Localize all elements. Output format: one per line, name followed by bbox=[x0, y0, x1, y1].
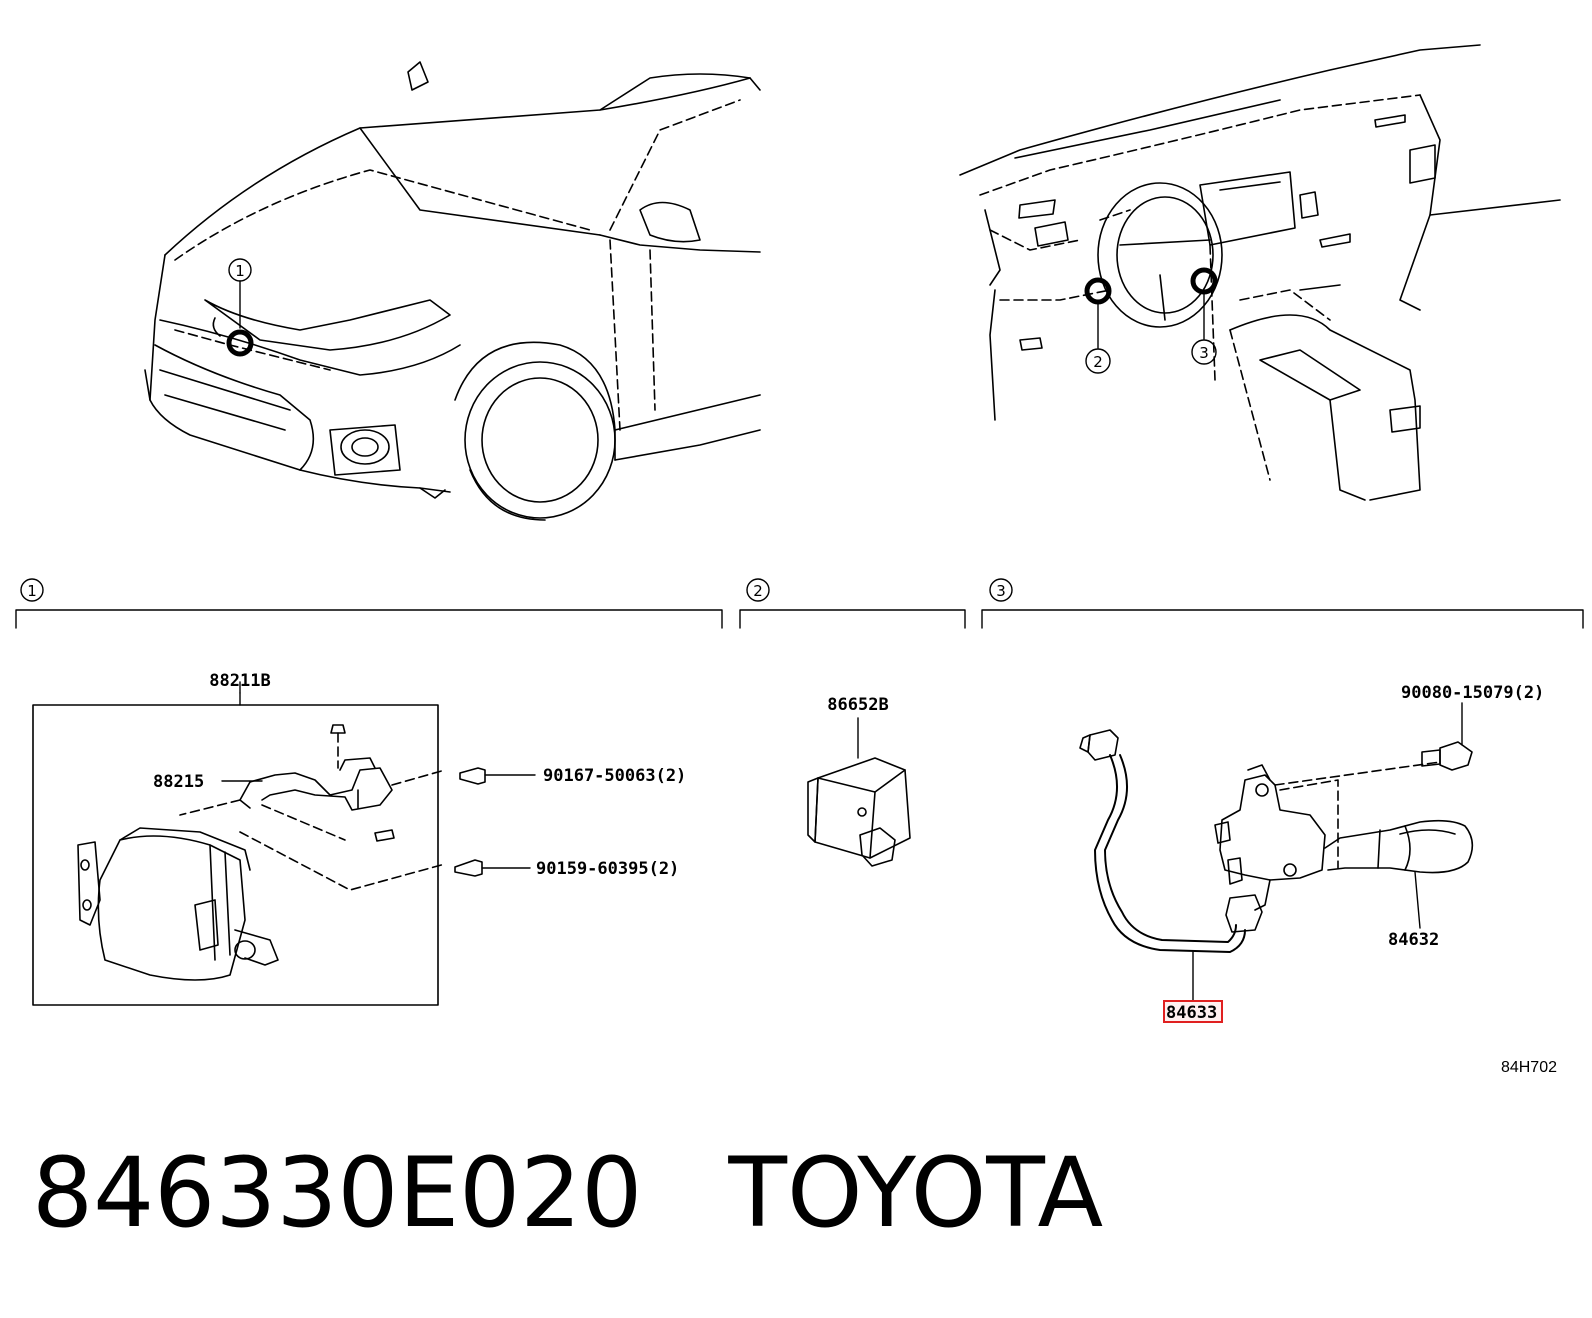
section-2-header bbox=[739, 578, 966, 629]
callout-1-marker bbox=[226, 258, 254, 357]
callout-3-marker bbox=[1190, 267, 1218, 365]
part-label-90159-60395[interactable]: 90159-60395(2) bbox=[536, 859, 679, 879]
part-label-84633[interactable]: 84633 bbox=[1166, 1003, 1217, 1023]
section-2-num: 2 bbox=[753, 582, 763, 600]
part-label-88211B[interactable]: 88211B bbox=[209, 671, 270, 691]
brand-name: TOYOTA bbox=[728, 1137, 1104, 1249]
part-label-84632[interactable]: 84632 bbox=[1388, 930, 1439, 950]
part-label-88215[interactable]: 88215 bbox=[153, 772, 204, 792]
car-front-illustration bbox=[144, 61, 761, 521]
callout-3-num: 3 bbox=[1199, 344, 1209, 362]
section-2-parts bbox=[807, 717, 911, 867]
part-label-86652B[interactable]: 86652B bbox=[827, 695, 888, 715]
part-label-90080-15079[interactable]: 90080-15079(2) bbox=[1401, 683, 1544, 703]
footer-title: 846330E020 TOYOTA bbox=[32, 1128, 1103, 1258]
part-label-90167-50063[interactable]: 90167-50063(2) bbox=[543, 766, 686, 786]
callout-2-marker bbox=[1084, 277, 1112, 374]
section-3-num: 3 bbox=[996, 582, 1006, 600]
highlight-box bbox=[1163, 1000, 1223, 1023]
callout-1-num: 1 bbox=[235, 262, 245, 280]
section-1-num: 1 bbox=[27, 582, 37, 600]
dashboard-illustration bbox=[959, 44, 1561, 501]
section-3-header bbox=[981, 578, 1584, 629]
callout-2-num: 2 bbox=[1093, 353, 1103, 371]
section-1-parts bbox=[32, 681, 536, 1006]
diagram-ref-code: 84H702 bbox=[1501, 1059, 1557, 1076]
section-1-header bbox=[15, 578, 723, 629]
part-number: 846330E020 bbox=[32, 1137, 643, 1249]
section-3-parts bbox=[1079, 702, 1474, 1001]
